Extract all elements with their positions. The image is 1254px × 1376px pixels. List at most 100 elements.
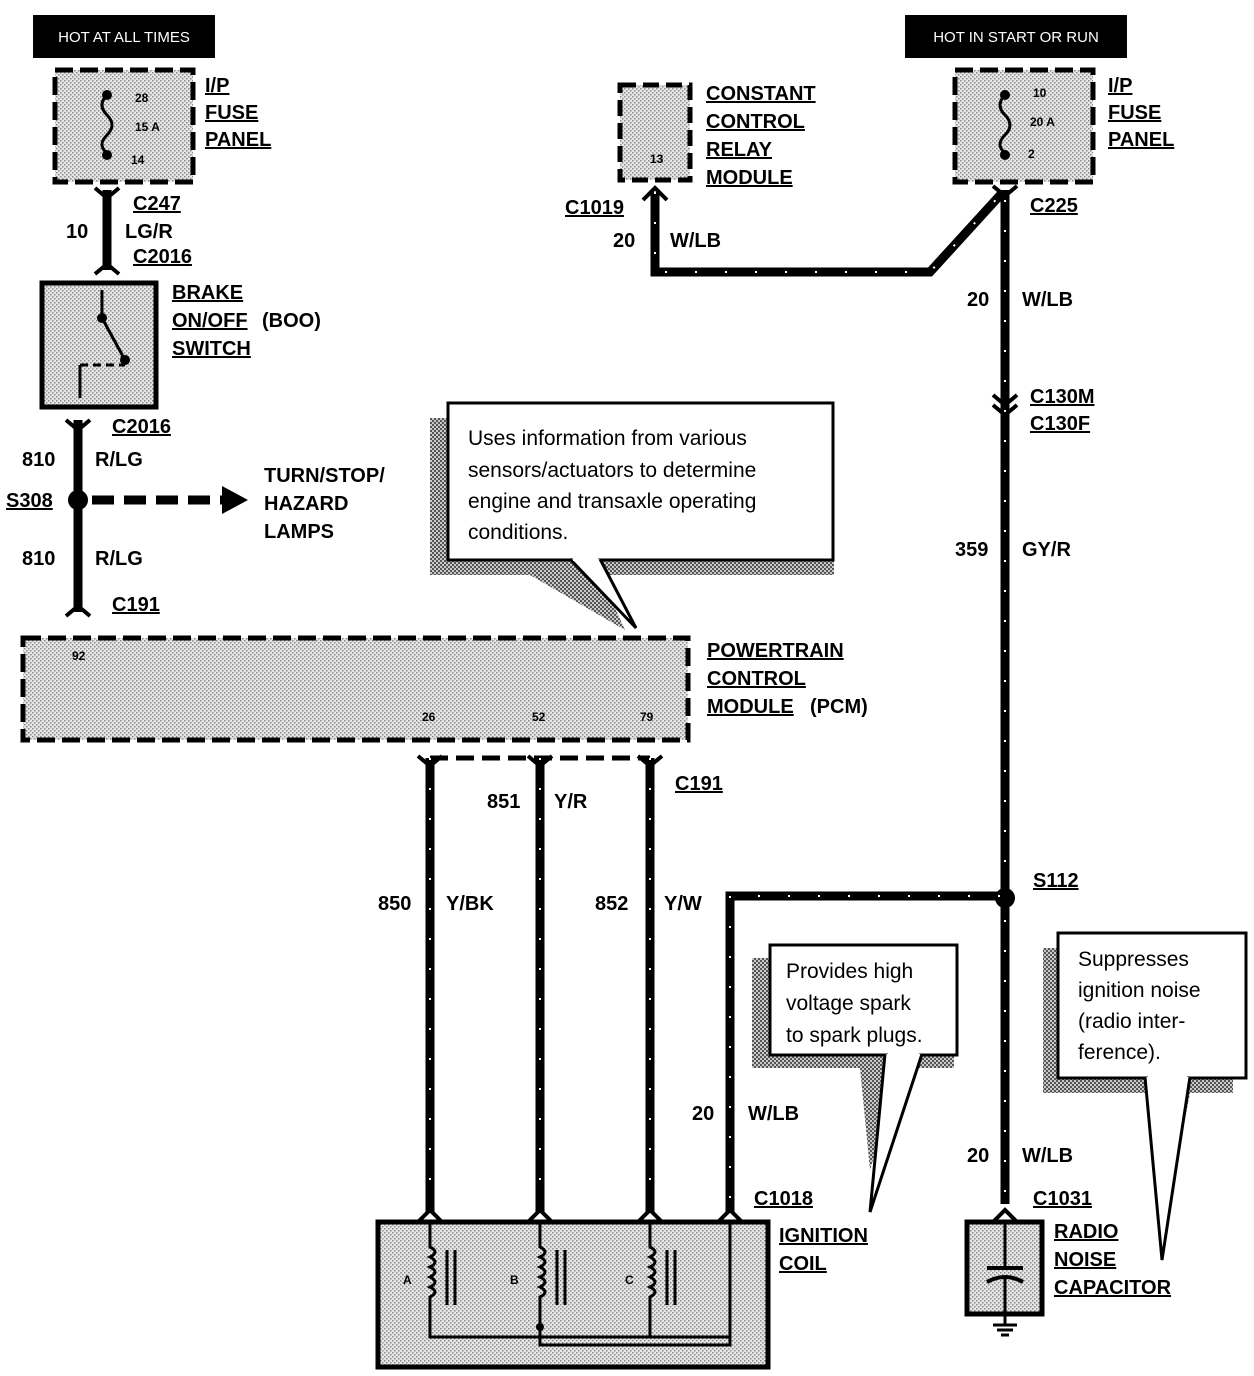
wire-852-num: 852 [595,893,628,915]
boo-title-2b: (BOO) [262,310,321,332]
fuse-title-1: I/P [205,75,229,97]
fuse-rating: 15 A [135,120,160,134]
fuse-right-pin-out: 2 [1028,147,1035,161]
fuse-icon [100,93,114,155]
wire-lgr: LG/R [125,221,173,243]
turn-lamps-2: HAZARD [264,493,348,515]
splice-s308 [68,490,88,510]
conn-c225: C225 [1030,195,1078,217]
wire-20-wlb-ccrm [650,188,1007,277]
conn-c1019: C1019 [565,197,624,219]
turn-lamps-3: LAMPS [264,521,334,543]
conn-c1031: C1031 [1033,1188,1092,1210]
ccrm-pin: 13 [650,152,664,166]
conn-c130f: C130F [1030,413,1090,435]
coil-wires [425,758,655,1212]
ccrm-title-3: RELAY [706,139,773,161]
conn-s308: S308 [6,490,53,512]
wire-850-num: 850 [378,893,411,915]
conn-c191-top: C191 [112,594,160,616]
fuse-pin-in: 28 [135,91,149,105]
wire-20-num-d: 20 [967,1145,989,1167]
coil-note-line-2: voltage spark [786,992,911,1015]
pcm-note-line-4: conditions. [468,521,568,544]
hot-at-all-times-label: HOT AT ALL TIMES [58,29,190,46]
boo-title-1: BRAKE [172,282,243,304]
hot-at-all-times-banner: HOT AT ALL TIMES [33,15,215,58]
wire-810-num-b: 810 [22,548,55,570]
conn-c191-bottom: C191 [675,773,723,795]
conn-s112: S112 [1033,870,1079,892]
ccrm-title-2: CONTROL [706,111,805,133]
cap-note-line-4: ference). [1078,1041,1161,1064]
wire-851-num: 851 [487,791,520,813]
ccrm-title-4: MODULE [706,167,793,189]
wire-wlb-a: W/LB [670,230,721,252]
wire-rlg-b: R/LG [95,548,143,570]
wire-20-num-c: 20 [692,1103,714,1125]
fuse-right-pin-in: 10 [1033,86,1047,100]
fuse-title-3: PANEL [205,129,271,151]
fuse-right-title-2: FUSE [1108,102,1161,124]
cap-title-2: NOISE [1054,1249,1116,1271]
conn-c1018: C1018 [754,1188,813,1210]
cap-note-line-3: (radio inter- [1078,1010,1185,1033]
coil-note-line-3: to spark plugs. [786,1024,923,1047]
cap-note-line-1: Suppresses [1078,948,1189,971]
coil-title-1: IGNITION [779,1225,868,1247]
wire-810-num-a: 810 [22,449,55,471]
constant-control-relay-module: 13 CONSTANT CONTROL RELAY MODULE [617,82,816,189]
wire-yr: Y/R [554,791,588,813]
wire-ybk: Y/BK [446,893,494,915]
brake-on-off-switch: BRAKE ON/OFF (BOO) SWITCH [39,280,321,410]
conn-c2016-top: C2016 [133,246,192,268]
ip-fuse-panel-right: 10 20 A 2 I/P FUSE PANEL [952,67,1174,185]
wire-wlb-c: W/LB [748,1103,799,1125]
pcm-pin-79: 79 [640,710,654,724]
turn-lamps-1: TURN/STOP/ [264,465,385,487]
fuse-title-2: FUSE [205,102,258,124]
ignition-coil: A B C IGNITION COIL [375,1207,868,1370]
capacitor-callout: Suppresses ignition noise (radio inter- … [1043,931,1248,1261]
coil-note-line-1: Provides high [786,960,913,983]
ip-fuse-panel-left: 28 15 A 14 I/P FUSE PANEL [52,67,271,185]
wire-gyr: GY/R [1022,539,1071,561]
conn-c247: C247 [133,193,181,215]
coil-c-label: C [625,1273,634,1287]
pcm-pin-52: 52 [532,710,546,724]
wire-20-num-a: 20 [613,230,635,252]
pcm-callout: Uses information from various sensors/ac… [430,401,835,630]
fuse-right-title-1: I/P [1108,75,1132,97]
ccrm-title-1: CONSTANT [706,83,816,105]
wire-yw: Y/W [664,893,702,915]
hot-in-start-banner: HOT IN START OR RUN [905,15,1127,58]
pcm-note-line-2: sensors/actuators to determine [468,459,756,482]
pcm-pin-26: 26 [422,710,436,724]
cap-title-1: RADIO [1054,1221,1118,1243]
cap-note-line-2: ignition noise [1078,979,1201,1002]
pcm-title-1: POWERTRAIN [707,640,844,662]
wire-wlb-d: W/LB [1022,1145,1073,1167]
fuse-right-title-3: PANEL [1108,129,1174,151]
wire-10-num: 10 [66,221,88,243]
coil-callout: Provides high voltage spark to spark plu… [752,943,959,1213]
cap-title-3: CAPACITOR [1054,1277,1172,1299]
pcm-note-line-1: Uses information from various [468,427,747,450]
pcm-title-2: CONTROL [707,668,806,690]
hot-in-start-label: HOT IN START OR RUN [933,29,1099,46]
pcm-pin-92: 92 [72,649,86,663]
pcm-title-3b: (PCM) [810,696,868,718]
pcm-title-3a: MODULE [707,696,794,718]
boo-title-2a: ON/OFF [172,310,248,332]
wire-rlg-a: R/LG [95,449,143,471]
conn-c2016-bottom: C2016 [112,416,171,438]
coil-title-2: COIL [779,1253,827,1275]
radio-noise-capacitor: RADIO NOISE CAPACITOR [964,1207,1172,1337]
fuse-right-rating: 20 A [1030,115,1055,129]
wire-359-num: 359 [955,539,988,561]
conn-c130m: C130M [1030,386,1094,408]
fuse-pin-out: 14 [131,153,145,167]
powertrain-control-module: 92 26 52 79 POWERTRAIN CONTROL MODULE (P… [20,635,868,743]
wire-wlb-b: W/LB [1022,289,1073,311]
